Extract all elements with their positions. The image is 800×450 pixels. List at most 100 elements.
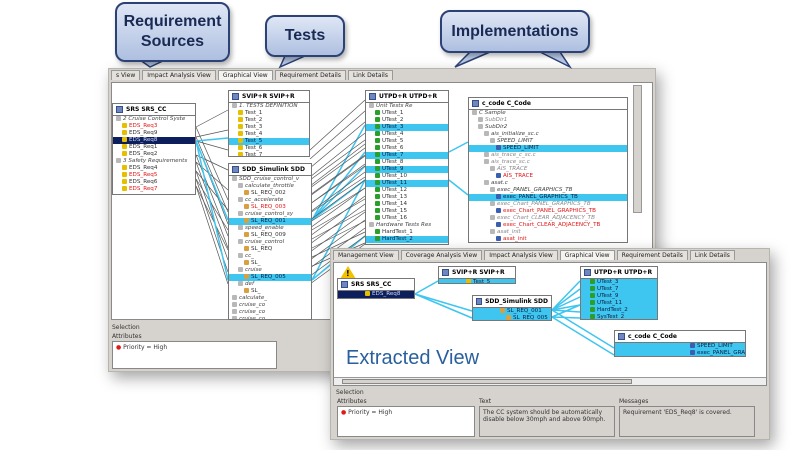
tree-item[interactable]: ais_initialize_sc.c — [469, 131, 627, 138]
tree-item[interactable]: exec_Chart_PANEL_GRAPHICS_TB — [469, 201, 627, 208]
tree-item[interactable]: Hardware Tests Res — [366, 222, 448, 229]
tree-item[interactable]: cc_accelerate — [229, 197, 311, 204]
tree-item[interactable]: UTest_6 — [366, 145, 448, 152]
tree-item[interactable]: cruise — [229, 267, 311, 274]
tree-item[interactable]: SL_REQ_001 — [473, 308, 551, 315]
tree-item[interactable]: cruise_co — [229, 309, 311, 316]
tree-item[interactable]: asat_init — [469, 236, 627, 242]
back-vertical-scrollbar[interactable] — [633, 85, 642, 213]
box-header[interactable]: SDD_Simulink SDD — [229, 164, 311, 176]
tree-item[interactable]: UTest_9 — [366, 166, 448, 173]
tree-item[interactable]: UTest_3 — [581, 279, 657, 286]
tree-item[interactable]: HardTest_2 — [581, 307, 657, 314]
tree-item[interactable]: speed_enable — [229, 225, 311, 232]
tab-s-view[interactable]: s View — [111, 70, 141, 80]
tree-item[interactable]: SL_REQ_001 — [229, 218, 311, 225]
box-header[interactable]: c_code C_Code — [615, 331, 745, 343]
tab-impact-analysis-view[interactable]: Impact Analysis View — [484, 250, 558, 260]
tree-item[interactable]: UTest_11 — [366, 180, 448, 187]
tree-item[interactable]: exec_PANEL_GRAPHICS_TB — [469, 187, 627, 194]
tree-item[interactable]: EDS_Req6 — [113, 179, 195, 186]
tree-item[interactable]: SL_REQ — [229, 246, 311, 253]
tree-item[interactable]: exec_Chart_CLEAR_ADJACENCY_TB — [469, 222, 627, 229]
tree-item[interactable]: cruise_co — [229, 316, 311, 319]
tree-item[interactable]: SubDir2 — [469, 124, 627, 131]
tree-item[interactable]: Test_2 — [229, 117, 309, 124]
box-header[interactable]: SVIP+R SVIP+R — [229, 91, 309, 103]
tree-item[interactable]: UTest_16 — [366, 215, 448, 222]
tree-item[interactable]: 1. TESTS DEFINITION — [229, 103, 309, 110]
artifact-box-f-ccode[interactable]: c_code C_CodeSPEED_LIMITexec_PANEL_GRAPH… — [614, 330, 746, 357]
tree-item[interactable]: Test_7 — [229, 152, 309, 156]
tree-item[interactable]: asat.c — [469, 180, 627, 187]
tab-requirement-details[interactable]: Requirement Details — [616, 250, 688, 260]
tree-item[interactable]: cruise_co — [229, 302, 311, 309]
scroll-thumb[interactable] — [342, 379, 632, 384]
box-header[interactable]: SDD_Simulink SDD — [473, 296, 551, 308]
box-header[interactable]: SRS SRS_CC — [338, 279, 414, 291]
tab-management-view[interactable]: Management View — [333, 250, 399, 260]
tree-item[interactable]: SysTest_2 — [581, 314, 657, 319]
tree-item[interactable]: SL_REQ_002 — [229, 190, 311, 197]
tree-item[interactable]: SL_REQ_005 — [229, 274, 311, 281]
tree-item[interactable]: Test_5 — [229, 138, 309, 145]
tree-item[interactable]: UTest_10 — [366, 173, 448, 180]
tree-item[interactable]: SPEED_LIMIT — [469, 145, 627, 152]
tree-item[interactable]: UTest_2 — [366, 117, 448, 124]
tab-graphical-view[interactable]: Graphical View — [559, 250, 615, 260]
tree-item[interactable]: exec_Chart_CLEAR_ADJACENCY_TB — [469, 215, 627, 222]
tree-item[interactable]: SPEED_LIMIT — [615, 343, 745, 350]
tree-item[interactable]: calculate_throttle — [229, 183, 311, 190]
tree-item[interactable]: Test_3 — [229, 124, 309, 131]
front-horizontal-scrollbar[interactable] — [334, 377, 766, 385]
tree-item[interactable]: SL_REQ_005 — [473, 315, 551, 320]
tree-item[interactable]: HardTest_1 — [366, 229, 448, 236]
tree-item[interactable]: SubDir1 — [469, 117, 627, 124]
tree-item[interactable]: UTest_3 — [366, 124, 448, 131]
tree-item[interactable]: EDS_Req9 — [113, 130, 195, 137]
tree-item[interactable]: EDS_Req3 — [113, 123, 195, 130]
tree-item[interactable]: Unit Tests Re — [366, 103, 448, 110]
tree-item[interactable]: C Sample — [469, 110, 627, 117]
tree-item[interactable]: UTest_15 — [366, 208, 448, 215]
tree-item[interactable]: 3 Safety Requirements — [113, 158, 195, 165]
tree-item[interactable]: EDS_Req4 — [113, 165, 195, 172]
tree-item[interactable]: UTest_1 — [366, 110, 448, 117]
tree-item[interactable]: EDS_Req8 — [338, 291, 414, 298]
tree-item[interactable]: Test_6 — [229, 145, 309, 152]
tree-item[interactable]: calculate_ — [229, 295, 311, 302]
tab-coverage-analysis-view[interactable]: Coverage Analysis View — [400, 250, 483, 260]
tree-item[interactable]: ais_trace_c_sc.c — [469, 152, 627, 159]
tree-item[interactable]: UTest_4 — [366, 131, 448, 138]
tab-link-details[interactable]: Link Details — [689, 250, 735, 260]
tab-link-details[interactable]: Link Details — [347, 70, 393, 80]
box-header[interactable]: SRS SRS_CC — [113, 104, 195, 116]
tree-item[interactable]: SPEED_LIMIT — [469, 138, 627, 145]
tree-item[interactable]: cruise_control — [229, 239, 311, 246]
tree-item[interactable]: SL_ — [229, 260, 311, 267]
tree-item[interactable]: UTest_5 — [366, 138, 448, 145]
tree-item[interactable]: cc_ — [229, 253, 311, 260]
tree-item[interactable]: def — [229, 281, 311, 288]
tree-item[interactable]: EDS_Req2 — [113, 151, 195, 158]
tree-item[interactable]: SL_ — [229, 288, 311, 295]
tree-item[interactable]: SL_REQ_009 — [229, 232, 311, 239]
tree-item[interactable]: EDS_Req7 — [113, 186, 195, 193]
tree-item[interactable]: UTest_9 — [581, 293, 657, 300]
tree-item[interactable]: Test_5 — [439, 279, 515, 283]
tree-item[interactable]: SL_REQ_003 — [229, 204, 311, 211]
tree-item[interactable]: UTest_12 — [366, 187, 448, 194]
tree-item[interactable]: UTest_7 — [366, 152, 448, 159]
tree-item[interactable]: UTest_7 — [581, 286, 657, 293]
tree-item[interactable]: exec_PANEL_GRAPHICS_TB — [469, 194, 627, 201]
tree-item[interactable]: 2 Cruise Control Syste — [113, 116, 195, 123]
tree-item[interactable]: exec_Chart_PANEL_GRAPHICS_TB — [469, 208, 627, 215]
